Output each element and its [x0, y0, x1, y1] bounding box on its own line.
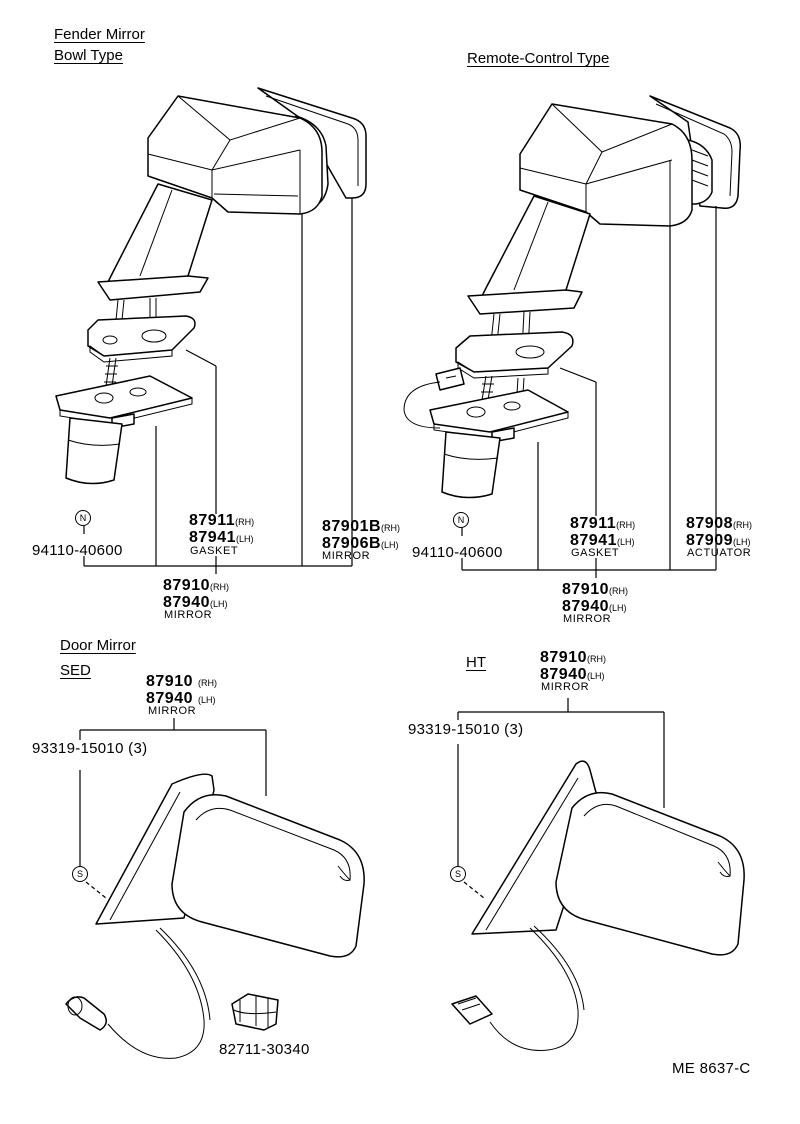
part-number: 87940: [146, 690, 193, 707]
screw-symbol-s: S: [72, 866, 88, 882]
remote-screw-part-number: 94110-40600: [412, 544, 503, 561]
remote-actuator-rh: 87908(RH): [686, 516, 752, 532]
ht-assembly-name: MIRROR: [541, 681, 590, 693]
bowl-screw-part-number: 94110-40600: [32, 542, 123, 559]
rh-suffix: (RH): [616, 520, 636, 530]
part-number: 87910: [562, 581, 609, 598]
part-number: 87911: [189, 512, 236, 529]
part-number: 87906B: [322, 535, 382, 552]
screw-symbol-n: N: [453, 512, 469, 528]
bowl-mirror-glass-lh: 87906B(LH): [322, 536, 399, 552]
part-number: 87909: [686, 532, 733, 549]
door-sed-mirror-drawing: [65, 773, 365, 1059]
rh-suffix: (RH): [197, 678, 217, 688]
bowl-assembly-lh: 87940(LH): [163, 595, 228, 611]
door-sed-leaders: [79, 718, 267, 899]
lh-suffix: (LH): [236, 534, 254, 544]
ht-screw-part-number: 93319-15010 (3): [408, 721, 524, 738]
lh-suffix: (LH): [197, 695, 216, 705]
part-number: 87940: [163, 594, 210, 611]
door-ht-mirror-drawing: [451, 760, 745, 1051]
bowl-mirror-glass-name: MIRROR: [322, 550, 371, 562]
fender-bowl-mirror-drawing: [55, 87, 367, 485]
sed-assembly-lh: 87940 (LH): [146, 691, 215, 707]
fender-mirror-heading: Fender Mirror: [54, 26, 145, 43]
sed-screw-part-number: 93319-15010 (3): [32, 740, 148, 757]
lh-suffix: (LH): [609, 603, 627, 613]
sed-heading: SED: [60, 662, 91, 679]
screw-symbol-s: S: [450, 866, 466, 882]
rh-suffix: (RH): [381, 523, 401, 533]
rh-suffix: (RH): [733, 520, 752, 530]
fender-remote-leaders: [461, 206, 717, 578]
lh-suffix: (LH): [210, 599, 228, 609]
remote-assembly-name: MIRROR: [563, 613, 612, 625]
part-number: 87910: [163, 577, 210, 594]
fender-bowl-leaders: [83, 198, 353, 574]
remote-gasket-lh: 87941(LH): [570, 533, 635, 549]
remote-assembly-lh: 87940(LH): [562, 599, 627, 615]
bowl-mirror-glass-rh: 87901B(RH): [322, 519, 400, 535]
remote-assembly-rh: 87910(RH): [562, 582, 628, 598]
rh-suffix: (RH): [235, 517, 255, 527]
part-number: 87910: [540, 649, 587, 666]
part-number: 87940: [540, 666, 587, 683]
remote-gasket-rh: 87911(RH): [570, 516, 635, 532]
screw-symbol-n: N: [75, 510, 91, 526]
rh-suffix: (RH): [210, 582, 229, 592]
sed-assembly-name: MIRROR: [148, 705, 197, 717]
part-number: 87940: [562, 598, 609, 615]
rh-suffix: (RH): [587, 654, 606, 664]
ht-assembly-rh: 87910(RH): [540, 650, 606, 666]
remote-gasket-name: GASKET: [571, 547, 620, 559]
part-number: 87901B: [322, 518, 382, 535]
bowl-gasket-lh: 87941(LH): [189, 530, 254, 546]
ht-heading: HT: [466, 654, 486, 671]
rh-suffix: (RH): [609, 586, 628, 596]
fender-remote-mirror-drawing: [403, 95, 742, 499]
sed-clip-part-number: 82711-30340: [219, 1041, 310, 1058]
sed-assembly-rh: 87910 (RH): [146, 674, 217, 690]
part-number: 87941: [189, 529, 236, 546]
bowl-assembly-rh: 87910(RH): [163, 578, 229, 594]
bowl-type-heading: Bowl Type: [54, 47, 123, 64]
lh-suffix: (LH): [587, 671, 605, 681]
lh-suffix: (LH): [381, 540, 399, 550]
lh-suffix: (LH): [733, 537, 751, 547]
part-number: 87910: [146, 673, 193, 690]
door-ht-leaders: [457, 698, 665, 899]
remote-actuator-lh: 87909(LH): [686, 533, 751, 549]
bowl-assembly-name: MIRROR: [164, 609, 213, 621]
remote-control-type-heading: Remote-Control Type: [467, 50, 610, 67]
bowl-gasket-name: GASKET: [190, 545, 239, 557]
ht-assembly-lh: 87940(LH): [540, 667, 605, 683]
remote-actuator-name: ACTUATOR: [687, 547, 752, 559]
door-mirror-heading: Door Mirror: [60, 637, 136, 654]
lh-suffix: (LH): [617, 537, 635, 547]
bowl-gasket-rh: 87911(RH): [189, 513, 254, 529]
part-number: 87908: [686, 515, 733, 532]
part-number: 87941: [570, 532, 617, 549]
diagram-code: ME 8637-C: [672, 1060, 751, 1077]
part-number: 87911: [570, 515, 617, 532]
